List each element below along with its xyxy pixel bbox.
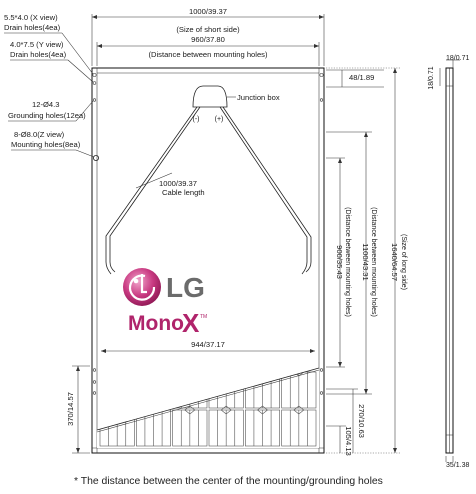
dim-1100: 1100/43.31 (Distance between mounting ho… (326, 131, 377, 395)
drain-hole-icon (92, 81, 97, 85)
mount-dist-h-caption: (Distance between mounting holes) (148, 50, 268, 59)
drain-y-label: 4.0*7.5 (Y view) (10, 40, 64, 49)
cable-length-value: 1000/39.37 (159, 179, 197, 188)
callout-grounding: 12-Ø4.3 Grounding holes(12ea) (8, 100, 94, 122)
drain-x-label: 5.5*4.0 (X view) (4, 13, 58, 22)
footnote: * The distance between the center of the… (74, 476, 383, 487)
x-wordmark: X (182, 308, 200, 338)
lg-mono-x-logo: LG Mono X TM (123, 268, 207, 338)
dim-270-value: 270/10.63 (357, 404, 366, 438)
drain-hole-icon (92, 73, 97, 77)
drain-x-caption: Drain holes(4ea) (4, 23, 61, 32)
plus-terminal-label: (+) (215, 116, 224, 123)
mounting-hole-icon (93, 154, 100, 161)
dim-short-side: 1000/39.37 (Size of short side) (91, 7, 325, 66)
side-18-top: 18/0.71 (446, 55, 469, 62)
frame-holes (92, 73, 324, 395)
grounding-hole-icon (92, 368, 97, 372)
junction-box: Junction box (-) (+) (193, 85, 280, 123)
mounting-caption: Mounting holes(8ea) (11, 140, 81, 149)
dim-1100-caption: (Distance between mounting holes) (370, 207, 377, 317)
cell-corner (293, 405, 305, 415)
short-side-caption: (Size of short side) (176, 25, 240, 34)
drain-y-caption: Drain holes(4ea) (10, 50, 67, 59)
grounding-hole-icon (92, 380, 97, 384)
cell-cutaway (96, 367, 320, 448)
grounding-label: 12-Ø4.3 (32, 100, 59, 109)
dim-frame-depth: 48/1.89 (326, 69, 384, 88)
grounding-hole-icon (319, 391, 324, 395)
short-side-value: 1000/39.37 (189, 7, 227, 16)
dim-1640-value: 1640/64.57 (390, 243, 399, 281)
dim-944-value: 944/37.17 (191, 340, 225, 349)
drain-hole-icon (319, 73, 324, 77)
lg-wordmark: LG (166, 272, 205, 303)
cell-corner (220, 405, 232, 415)
dim-1640: 1640/64.57 (Size of long side) (326, 67, 407, 454)
cell-corner (257, 368, 268, 377)
cell-corner (148, 368, 159, 377)
side-18-left: 18/0.71 (428, 66, 435, 89)
dim-mount-dist-h: 960/37.80 (Distance between mounting hol… (96, 35, 320, 66)
cell-corner (184, 368, 196, 377)
callout-drain-x: 5.5*4.0 (X view) Drain holes(4ea) (4, 13, 94, 75)
cables (105, 106, 312, 275)
dim-1640-caption: (Size of long side) (400, 234, 407, 290)
dim-900: 900/35.43 (Distance between mounting hol… (326, 157, 351, 368)
dim-1100-value: 1100/43.31 (361, 243, 370, 280)
grounding-hole-icon (92, 391, 97, 395)
minus-terminal-label: (-) (193, 116, 200, 123)
grounding-hole-icon (92, 98, 97, 102)
cell-corner (220, 368, 232, 377)
frame-depth-value: 48/1.89 (349, 73, 374, 82)
side-35-value: 35/1.38 (446, 462, 469, 469)
cell-corner (111, 405, 123, 415)
cell-corner (111, 368, 123, 377)
dim-900-caption: (Distance between mounting holes) (344, 207, 351, 317)
cell-corner (184, 405, 196, 415)
panel-frame (91, 67, 325, 454)
dim-370: 370/14.57 (66, 365, 90, 454)
solar-cell (136, 371, 171, 409)
cell-corner (148, 405, 159, 415)
dim-105: 105/4.13 (326, 425, 353, 456)
solar-cell (99, 371, 135, 409)
lg-eye-icon (133, 278, 139, 284)
junction-box-label: Junction box (237, 93, 280, 102)
cable-length-caption: Cable length (162, 188, 205, 197)
callout-drain-y: 4.0*7.5 (Y view) Drain holes(4ea) (10, 40, 94, 83)
callout-mounting: 8-Ø8.0(Z view) Mounting holes(8ea) (11, 130, 95, 158)
grounding-hole-icon (319, 98, 324, 102)
cell-corner (257, 405, 268, 415)
mounting-label: 8-Ø8.0(Z view) (14, 130, 65, 139)
dim-900-value: 900/35.43 (335, 245, 344, 279)
dim-105-value: 105/4.13 (344, 426, 353, 456)
grounding-hole-icon (319, 368, 324, 372)
grounding-caption: Grounding holes(12ea) (8, 111, 86, 120)
dim-944: 944/37.17 (101, 340, 315, 353)
mono-wordmark: Mono (128, 312, 184, 335)
trademark-mark: TM (200, 314, 207, 320)
dim-270: 270/10.63 (326, 388, 366, 453)
dim-370-value: 370/14.57 (66, 392, 75, 426)
callout-cable: 1000/39.37 Cable length (135, 172, 205, 197)
side-profile-view: 18/0.71 18/0.71 35/1.38 (428, 55, 469, 469)
mount-dist-h-value: 960/37.80 (191, 35, 225, 44)
